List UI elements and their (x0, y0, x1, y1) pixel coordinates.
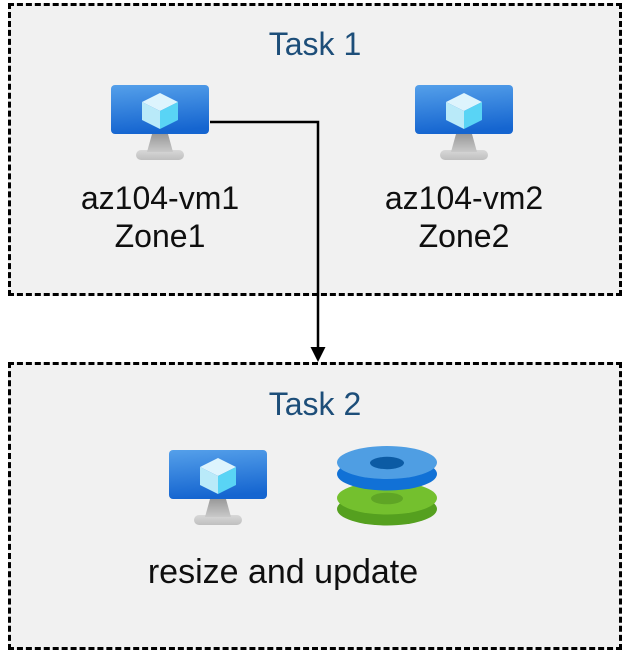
vm2-group: az104-vm2 Zone2 (354, 85, 574, 255)
task2-box: Task 2 resize and update (8, 362, 622, 650)
virtual-machine-icon (169, 450, 267, 525)
disks-icon (337, 446, 437, 526)
task2-title: Task 2 (268, 386, 362, 422)
task2-caption: resize and update (147, 553, 419, 591)
vm2-zone-label: Zone2 (418, 218, 510, 254)
vm1-group: az104-vm1 Zone1 (50, 85, 270, 255)
task1-title: Task 1 (268, 26, 362, 62)
virtual-machine-icon (111, 85, 209, 160)
vm2-name-label: az104-vm2 (384, 180, 544, 216)
vm1-name-label: az104-vm1 (80, 180, 240, 216)
vm1-zone-label: Zone1 (114, 218, 206, 254)
task1-box: Task 1 az104-vm1 Zone1 az104-vm2 Zone2 (8, 3, 622, 296)
virtual-machine-icon (415, 85, 513, 160)
